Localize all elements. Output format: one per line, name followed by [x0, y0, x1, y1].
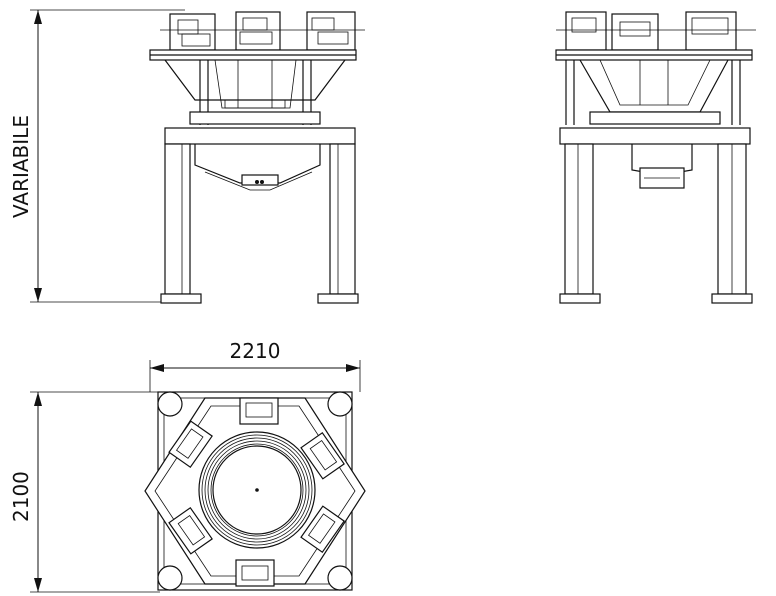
depth-label: 2100: [9, 471, 33, 522]
central-rings: [198, 431, 316, 549]
side-frame-beam: [559, 127, 751, 145]
side-mid-plate: [589, 111, 721, 125]
plan-view: 2210 2100: [9, 339, 366, 593]
side-legs: [559, 143, 753, 304]
weigh-heads-top: [160, 11, 365, 51]
mid-plate: [189, 111, 321, 125]
side-collector: [631, 144, 693, 189]
height-dimension: VARIABILE: [9, 9, 185, 303]
side-elevation: [555, 11, 756, 304]
collector-funnel: [194, 144, 321, 191]
front-elevation: VARIABILE: [9, 9, 365, 304]
width-label: 2210: [230, 339, 281, 363]
height-label: VARIABILE: [9, 115, 33, 218]
depth-dimension: 2100: [9, 391, 160, 593]
plan-heads: [168, 397, 345, 587]
side-heads-top: [556, 11, 756, 51]
front-legs: [160, 143, 359, 304]
width-dimension: 2210: [149, 339, 361, 392]
frame-beam: [164, 127, 356, 145]
plan-feet: [157, 391, 353, 591]
